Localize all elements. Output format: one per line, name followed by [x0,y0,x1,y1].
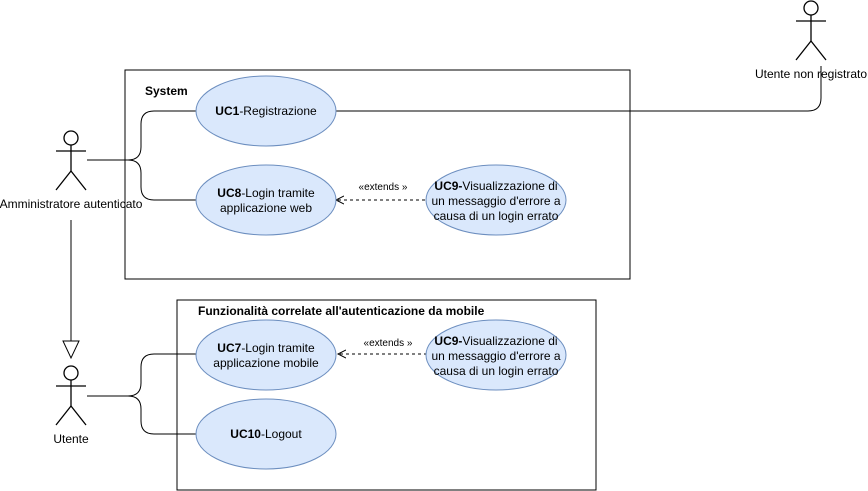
mobile-boundary-title: Funzionalità correlate all'autenticazion… [198,304,485,318]
edge-admin-uc8 [87,159,196,201]
extends-label-bottom: «extends » [364,338,413,349]
uc9b-text1: Visualizzazione di [462,334,557,348]
edge-user-uc10 [87,395,196,435]
actor-user-label: Utente [53,432,89,446]
use-case-uc9-mobile[interactable]: UC9-Visualizzazione di un messaggio d'er… [425,319,567,391]
uc8-id: UC8 [217,186,241,200]
use-case-uc10-label: UC10-Logout [230,427,302,441]
use-case-uc7-line1: UC7-Login tramite [217,341,315,355]
use-case-uc9-web[interactable]: UC9-Visualizzazione di un messaggio d'er… [425,164,567,236]
actor-admin-label: Amministratore autenticato [0,197,143,211]
uc1-text: -Registrazione [239,104,317,118]
edge-user-uc7 [87,353,196,397]
uc9b-id: UC9- [434,334,462,348]
use-case-uc8-ellipse [195,164,337,236]
actor-unregistered-icon [795,0,827,61]
uc9a-id: UC9- [434,179,462,193]
uc10-id: UC10 [230,427,261,441]
actor-unregistered[interactable]: Utente non registrato [755,0,867,81]
uc8-text1: -Login tramite [241,186,315,200]
uc9a-text1: Visualizzazione di [462,179,557,193]
uc1-id: UC1 [215,104,239,118]
actor-user-icon [55,365,87,426]
use-case-uc10[interactable]: UC10-Logout [195,398,337,470]
use-case-uc7-line2: applicazione mobile [213,356,319,370]
use-case-uc9-web-line1: UC9-Visualizzazione di [434,179,557,193]
use-case-uc9-web-line3: causa di un login errato [434,209,559,223]
use-case-uc1-ellipse [195,75,337,147]
use-case-uc9-web-line2: un messaggio d'errore a [431,194,560,208]
system-boundary [124,69,631,280]
use-case-uc7[interactable]: UC7-Login tramite applicazione mobile [195,319,337,391]
actor-admin-icon [55,130,87,191]
use-case-uc1[interactable]: UC1-Registrazione [195,75,337,147]
actor-unregistered-label: Utente non registrato [755,67,867,81]
mobile-boundary [176,299,597,491]
uc7-id: UC7 [217,341,241,355]
use-case-uc9-mobile-ellipse [425,319,567,391]
use-case-uc9-mobile-line1: UC9-Visualizzazione di [434,334,557,348]
use-case-uc9-web-ellipse [425,164,567,236]
uc10-text: -Logout [261,427,302,441]
edge-admin-uc1 [87,110,196,161]
use-case-uc7-ellipse [195,319,337,391]
use-case-uc8[interactable]: UC8-Login tramite applicazione web [195,164,337,236]
system-boundary-title: System [145,84,188,98]
use-case-uc10-ellipse [195,398,337,470]
actor-admin[interactable]: Amministratore autenticato [0,130,143,211]
use-case-uc8-line1: UC8-Login tramite [217,186,315,200]
use-case-uc8-line2: applicazione web [220,201,312,215]
use-case-uc9-mobile-line3: causa di un login errato [434,364,559,378]
extends-label-top: «extends » [359,182,408,193]
uc7-text1: -Login tramite [241,341,315,355]
generalization-arrowhead [62,340,80,360]
actor-user[interactable]: Utente [53,365,89,446]
edge-uc1-unregistered [336,66,822,112]
use-case-uc1-label: UC1-Registrazione [215,104,317,118]
use-case-uc9-mobile-line2: un messaggio d'errore a [431,349,560,363]
